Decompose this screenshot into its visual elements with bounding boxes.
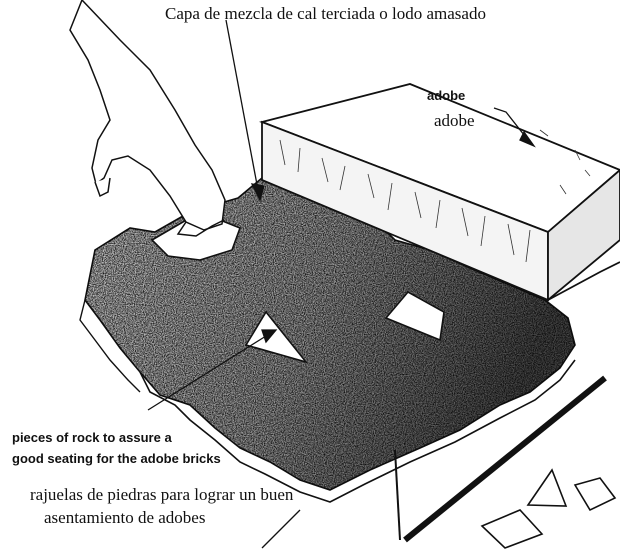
hand-illustration — [69, 0, 226, 237]
rock-pieces-label-spanish-line1: rajuelas de piedras para lograr un buen — [30, 485, 294, 504]
foundation-edge — [394, 261, 620, 543]
mortar-layer-label: Capa de mezcla de cal terciada o lodo am… — [165, 4, 486, 23]
rock-pieces-label-english-line2: good seating for the adobe bricks — [12, 451, 221, 466]
adobe-label-spanish: adobe — [434, 111, 475, 130]
rock-pieces-label-english-line1: pieces of rock to assure a — [12, 430, 172, 445]
rock-pieces-label-spanish-line2: asentamiento de adobes — [44, 508, 206, 527]
adobe-brick — [259, 83, 620, 302]
leader-lines — [147, 19, 536, 549]
adobe-label-english: adobe — [427, 88, 466, 103]
